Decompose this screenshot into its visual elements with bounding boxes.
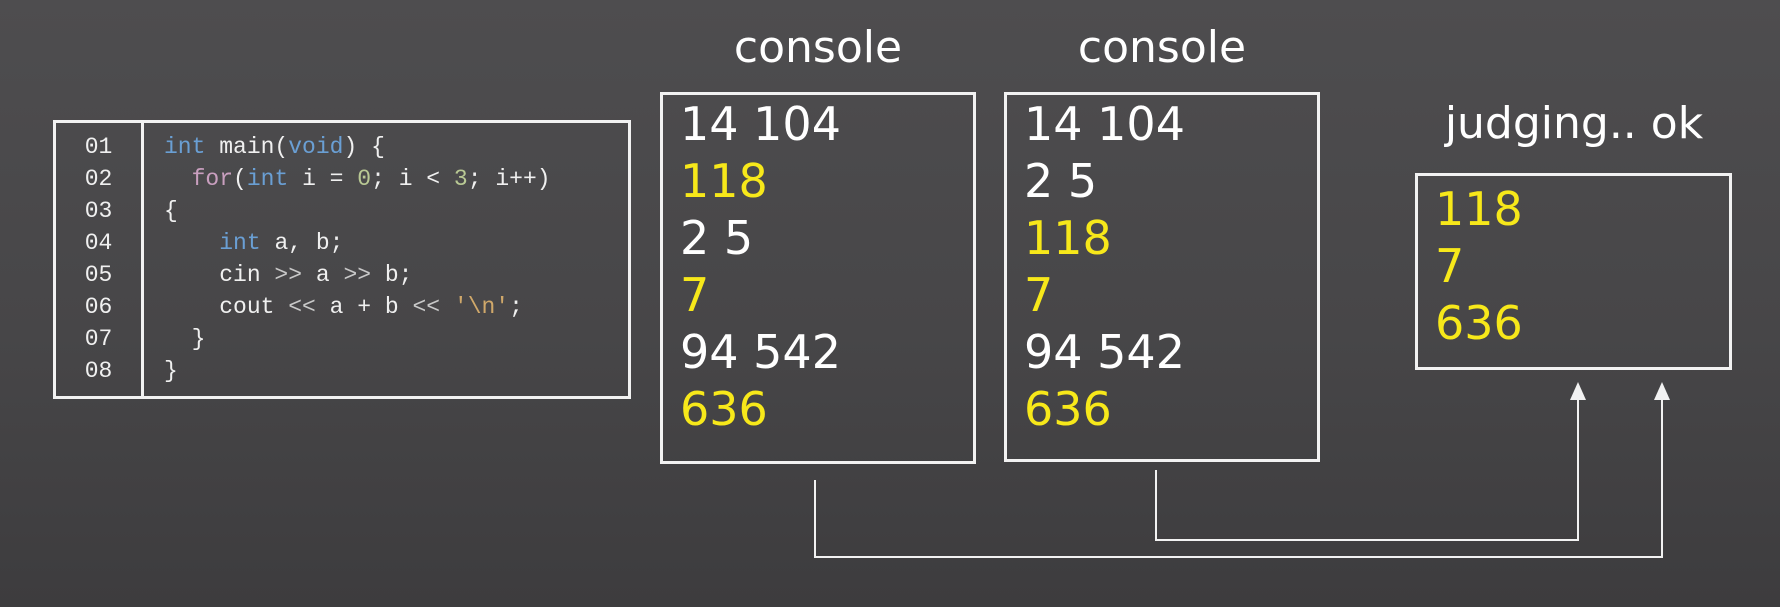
output-line: 7 <box>1024 268 1054 322</box>
console-2-title: console <box>1077 22 1247 73</box>
line-number: 06 <box>84 294 113 320</box>
code-token: >> <box>274 262 303 288</box>
line-number: 02 <box>84 166 113 192</box>
output-line: 118 <box>1435 182 1523 236</box>
code-token: ( <box>233 166 247 192</box>
code-line: { <box>164 195 178 227</box>
connector-console1-to-judge <box>814 392 1663 558</box>
code-token: 3 <box>453 166 468 192</box>
code-token: cin <box>164 262 275 288</box>
code-token: a <box>302 262 344 288</box>
output-line: 118 <box>1024 211 1112 265</box>
output-line: 636 <box>1435 296 1523 350</box>
code-line: } <box>164 355 178 387</box>
output-line: 14 104 <box>1024 97 1185 151</box>
judge-title: judging.. ok <box>1444 98 1704 149</box>
code-token: { <box>164 198 178 224</box>
code-token: int <box>246 166 289 192</box>
code-line: int a, b; <box>164 227 343 259</box>
code-line: cin >> a >> b; <box>164 259 412 291</box>
code-token: b; <box>371 262 413 288</box>
line-number-gutter: 01 02 03 04 05 06 07 08 <box>56 123 144 396</box>
line-number: 04 <box>84 230 113 256</box>
output-line: 94 542 <box>1024 325 1185 379</box>
arrowhead-right-icon <box>1654 382 1670 400</box>
output-line: 636 <box>1024 382 1112 436</box>
code-token: main( <box>205 134 289 160</box>
code-token: a + b <box>315 294 413 320</box>
code-token: int <box>164 134 206 160</box>
code-token: int <box>219 230 261 256</box>
output-line: 2 5 <box>680 211 754 265</box>
arrowhead-left-icon <box>1570 382 1586 400</box>
code-token: void <box>288 134 344 160</box>
output-line: 118 <box>680 154 768 208</box>
code-token: for <box>191 166 234 192</box>
code-token: ; <box>509 294 523 320</box>
code-line: int main(void) { <box>164 131 385 163</box>
line-number: 07 <box>84 326 113 352</box>
code-token: << <box>412 294 441 320</box>
code-line: cout << a + b << '\n'; <box>164 291 523 323</box>
line-number: 01 <box>84 134 113 160</box>
console-1-title: console <box>733 22 903 73</box>
code-token: ; i < <box>371 166 454 192</box>
code-token: ; i++) <box>467 166 551 192</box>
code-token: '\n' <box>453 294 510 320</box>
code-token: 0 <box>357 166 372 192</box>
code-token: ) { <box>343 134 385 160</box>
code-token: } <box>164 326 206 352</box>
output-line: 14 104 <box>680 97 841 151</box>
line-number: 08 <box>84 358 113 384</box>
line-number: 03 <box>84 198 113 224</box>
output-line: 94 542 <box>680 325 841 379</box>
code-token: >> <box>343 262 372 288</box>
code-token: } <box>164 358 178 384</box>
code-token: << <box>288 294 316 320</box>
code-token: cout <box>164 294 289 320</box>
output-line: 7 <box>1435 239 1465 293</box>
output-line: 636 <box>680 382 768 436</box>
line-number: 05 <box>84 262 113 288</box>
code-line: } <box>164 323 206 355</box>
code-token: a, b; <box>260 230 344 256</box>
code-token: i = <box>288 166 358 192</box>
code-line: for(int i = 0; i < 3; i++) <box>164 163 551 195</box>
output-line: 7 <box>680 268 710 322</box>
output-line: 2 5 <box>1024 154 1098 208</box>
connector-console2-to-judge <box>1155 392 1579 541</box>
